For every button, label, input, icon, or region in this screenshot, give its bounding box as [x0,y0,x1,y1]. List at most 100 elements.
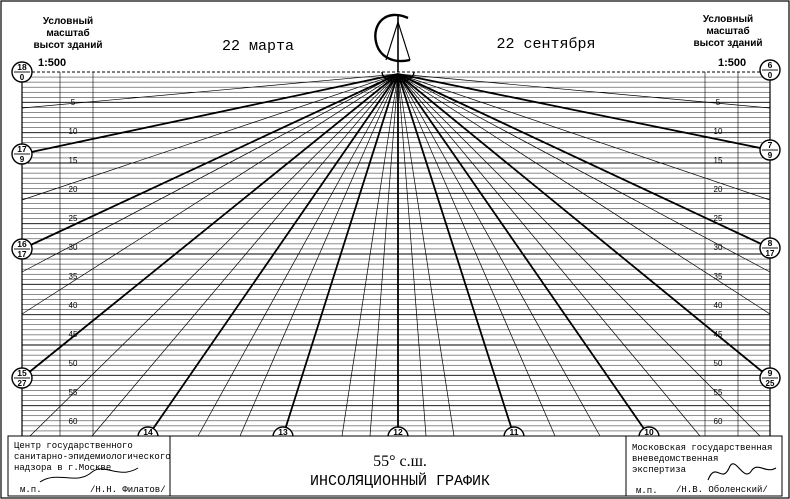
ray-main [21,73,399,155]
scale-tick-left: 60 [69,417,78,426]
marker-hour: 10 [644,427,654,437]
scale-label-left: Условный масштаб высот зданий [34,16,103,51]
left-org-line: санитарно-эпидемиологического [14,452,171,462]
ray-main [397,73,771,379]
ray-main [21,73,399,379]
ray-thin [397,73,771,109]
ray-main [397,73,771,249]
ray-thin [21,73,399,273]
scale-tick-left: 25 [69,214,78,223]
scale-tick-right: 35 [714,272,723,281]
scale-tick-left: 10 [69,127,78,136]
marker-hour: 11 [510,427,519,437]
scale-tick-right: 25 [714,214,723,223]
ray-main [147,73,399,437]
marker-hour: 6 [768,60,773,70]
ray-thin [341,73,399,437]
scale-label-left-line: высот зданий [34,40,103,51]
ray-thin [397,73,771,315]
hour-marker-right: 79 [759,139,781,161]
scale-tick-right: 15 [714,156,723,165]
scale-tick-right: 40 [714,301,723,310]
scale-value-right: 1:500 [718,57,746,69]
ray-thin [29,73,399,437]
ray-thin [397,73,455,437]
hour-marker-right: 60 [759,59,781,81]
scale-tick-left: 50 [69,359,78,368]
ray-thin [91,73,399,437]
left-org-line: надзора в г.Москве [14,463,111,473]
marker-minutes: 27 [18,379,27,388]
ray-main [397,73,771,151]
marker-hour: 13 [278,427,288,437]
ray-main [282,73,399,437]
ray-thin [369,73,399,437]
right-mp: м.п. [636,486,658,496]
marker-hour: 15 [17,368,27,378]
scale-tick-right: 50 [714,359,723,368]
ray-thin [397,73,761,437]
marker-hour: 16 [17,239,27,249]
marker-hour: 14 [143,427,153,437]
scale-tick-right: 30 [714,243,723,252]
ray-thin [21,73,399,109]
sun-rays [21,73,771,437]
ray-thin [21,73,399,315]
ray-thin [397,73,427,437]
ray-main [397,73,515,437]
marker-hour: 8 [768,238,773,248]
right-org-line: экспертиза [632,465,687,475]
marker-minutes: 0 [768,71,773,80]
left-signature [39,467,139,483]
scale-tick-right: 60 [714,417,723,426]
ray-main [397,73,650,437]
scale-tick-right: 5 [716,98,721,107]
scale-value-left: 1:500 [38,57,66,69]
hour-marker-left: 180 [11,61,33,83]
ray-main [21,73,399,250]
scale-label-left-line: масштаб [46,27,89,39]
compass-symbol [374,13,415,83]
hour-marker-left: 179 [11,143,33,165]
ray-thin [239,73,399,437]
marker-minutes: 0 [20,73,25,82]
ray-thin [397,73,771,273]
marker-hour: 18 [17,62,27,72]
ray-thin [21,73,399,201]
marker-minutes: 17 [766,249,775,258]
scale-tick-right: 45 [714,330,723,339]
left-org-line: Центр государственного [14,441,133,451]
scale-tick-right: 20 [714,185,723,194]
scale-label-right-line: масштаб [706,25,749,37]
hour-marker-right: 925 [759,367,781,389]
scale-label-right-line: высот зданий [694,38,763,49]
hour-markers: 1801791617152760798179251430133412351134… [11,59,781,448]
ray-thin [397,73,701,437]
scale-tick-left: 30 [69,243,78,252]
right-org-line: Московская государственная [632,443,772,453]
marker-hour: 17 [17,144,27,154]
scale-tick-left: 40 [69,301,78,310]
height-grid [21,71,771,436]
scale-tick-left: 15 [69,156,78,165]
hour-marker-right: 817 [759,237,781,259]
ray-thin [197,73,399,437]
scale-tick-left: 5 [71,98,76,107]
right-org-line: вневедомственная [632,454,718,464]
marker-minutes: 9 [768,151,773,160]
chart-title: ИНСОЛЯЦИОННЫЙ ГРАФИК [310,473,490,490]
scale-label-left-line: Условный [43,16,93,27]
scale-tick-left: 45 [69,330,78,339]
marker-minutes: 9 [20,155,25,164]
ray-thin [397,73,601,437]
right-name: /Н.В. Оболенский/ [676,485,768,495]
scale-tick-left: 20 [69,185,78,194]
ray-thin [397,73,556,437]
marker-hour: 9 [768,368,773,378]
scale-tick-left: 55 [69,388,78,397]
